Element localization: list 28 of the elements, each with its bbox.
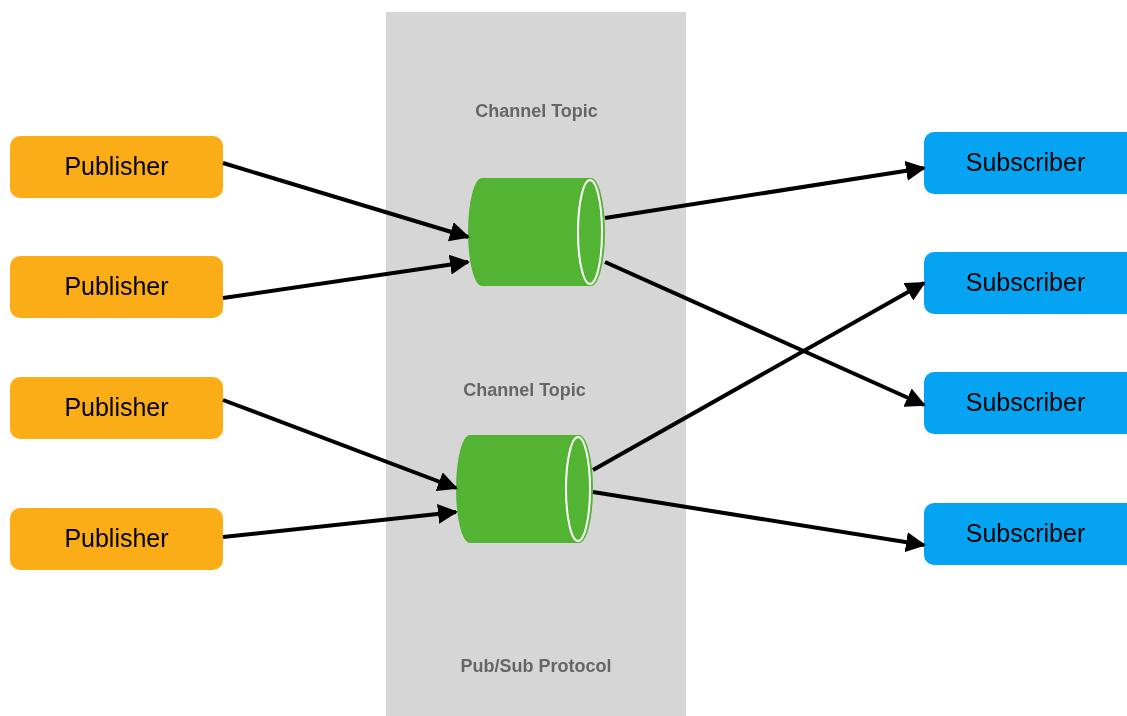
publisher-box bbox=[10, 508, 223, 570]
protocol-label: Pub/Sub Protocol bbox=[459, 655, 613, 678]
publisher-box bbox=[10, 256, 223, 318]
protocol-band bbox=[386, 12, 686, 716]
arrow bbox=[604, 260, 926, 407]
node-label: Publisher bbox=[64, 271, 169, 303]
node-label: Subscriber bbox=[965, 518, 1086, 550]
node-label: Subscriber bbox=[965, 267, 1086, 299]
publisher-box bbox=[10, 136, 223, 198]
publisher-box bbox=[10, 377, 223, 439]
node-label: Subscriber bbox=[965, 147, 1086, 179]
node-label: Publisher bbox=[64, 392, 169, 424]
arrow bbox=[604, 160, 926, 220]
arrow bbox=[222, 398, 458, 491]
subscriber-box bbox=[924, 503, 1127, 565]
arrow bbox=[592, 281, 926, 472]
node-label: Publisher bbox=[64, 151, 169, 183]
topic-label: Channel Topic bbox=[475, 100, 598, 123]
topic-label: Channel Topic bbox=[463, 379, 586, 402]
subscriber-box bbox=[924, 372, 1127, 434]
arrow bbox=[222, 504, 458, 539]
node-label: Publisher bbox=[64, 523, 169, 555]
node-label: Subscriber bbox=[965, 387, 1086, 419]
arrow bbox=[222, 161, 470, 242]
subscriber-box bbox=[924, 252, 1127, 314]
arrow bbox=[222, 254, 470, 300]
arrow bbox=[592, 490, 926, 553]
subscriber-box bbox=[924, 132, 1127, 194]
